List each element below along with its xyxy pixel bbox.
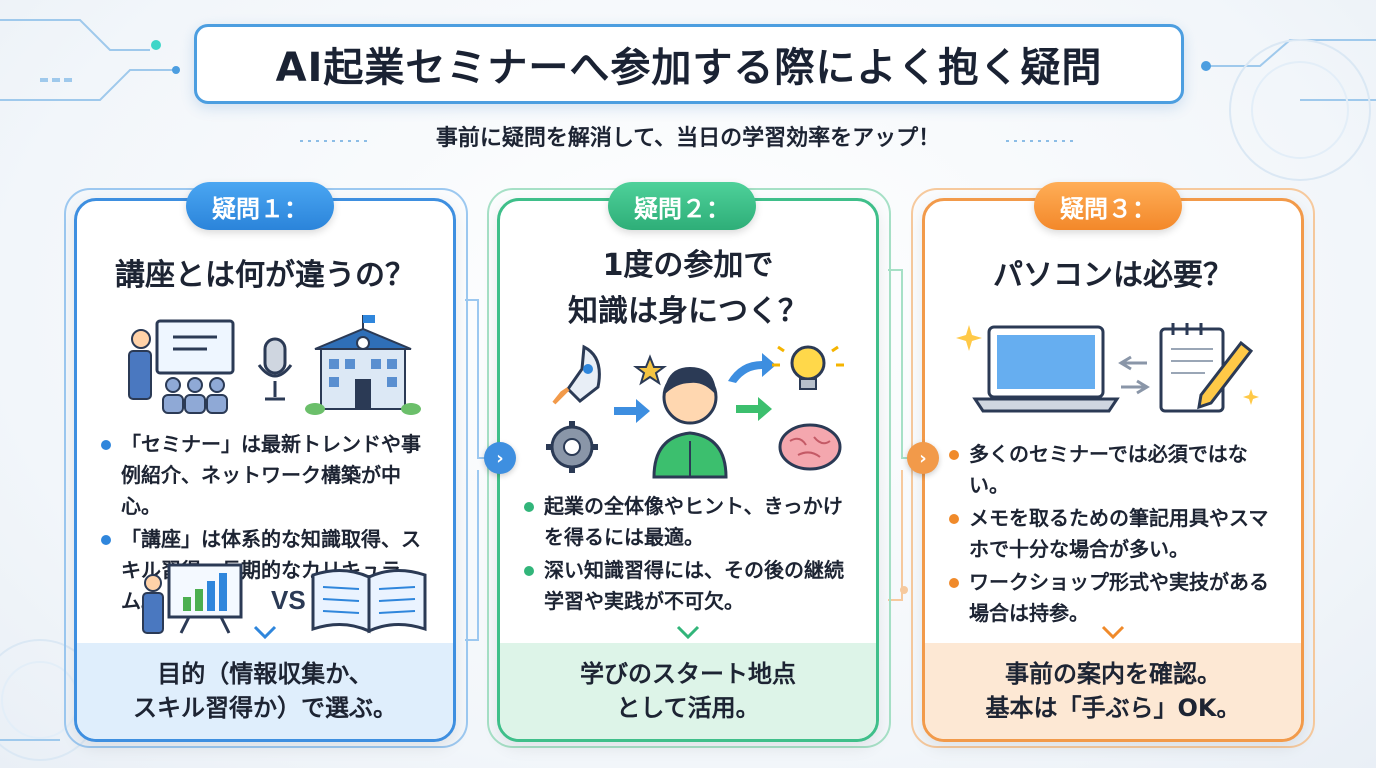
- arrow-icon: [736, 397, 772, 421]
- swap-arrows-icon: [1118, 355, 1150, 395]
- conclusion-line: スキル習得か）で選ぶ。: [133, 694, 397, 722]
- microphone-icon: [257, 337, 293, 401]
- bullet-item: 深い知識習得には、その後の継続学習や実践が不可欠。: [522, 555, 858, 617]
- question-title: 講座とは何が違うの？: [115, 258, 415, 293]
- notepad-pencil-icon: [1159, 323, 1254, 413]
- presenter-audience-icon: [128, 319, 235, 414]
- conclusion-line: 学びのスタート地点: [580, 660, 796, 688]
- question-badge-2: 疑問２：: [608, 182, 756, 230]
- chart-presentation-icon: [142, 563, 243, 634]
- bullet-item: 「セミナー」は最新トレンドや事例紹介、ネットワーク構築が中心。: [99, 429, 435, 522]
- bullet-item: ワークショップ形式や実技がある場合は持参。: [947, 567, 1283, 629]
- bullet-item: メモを取るための筆記用具やスマホで十分な場合が多い。: [947, 503, 1283, 565]
- conclusion-line: 基本は「手ぶら」OK。: [985, 694, 1241, 722]
- chevron-right-icon: ›: [484, 442, 516, 474]
- question-card-2: 1度の参加で 知識は身につく？: [497, 198, 879, 742]
- card-conclusion: 事前の案内を確認。 基本は「手ぶら」OK。: [925, 643, 1301, 739]
- seminar-illustration: [128, 315, 421, 415]
- arrow-icon: [728, 353, 776, 383]
- subtitle: 事前に疑問を解消して、当日の学習効率をアップ！: [435, 126, 941, 151]
- comparison-illustration: VS: [142, 563, 427, 634]
- learning-illustration: [546, 344, 844, 479]
- brain-icon: [778, 423, 842, 471]
- conclusion-line: 事前の案内を確認。: [1005, 660, 1221, 688]
- card-conclusion: 目的（情報収集か、 スキル習得か）で選ぶ。: [77, 643, 453, 739]
- chevron-down-icon: [1101, 625, 1125, 639]
- bullet-list: 「セミナー」は最新トレンドや事例紹介、ネットワーク構築が中心。 「講座」は体系的…: [99, 429, 435, 619]
- question-card-3: パソコンは必要？ 多くのセミナーでは必須ではない。 メモを取るための筆記用具やス…: [922, 198, 1304, 742]
- bullet-list: 起業の全体像やヒント、きっかけを得るには最適。 深い知識習得には、その後の継続学…: [522, 491, 858, 619]
- chevron-down-icon: [676, 625, 700, 639]
- subtitle-line-left: [300, 140, 370, 142]
- star-icon: [633, 354, 667, 386]
- arrow-icon: [614, 399, 650, 423]
- equipment-illustration: [956, 323, 1259, 413]
- bullet-list: 多くのセミナーでは必須ではない。 メモを取るための筆記用具やスマホで十分な場合が…: [947, 439, 1283, 631]
- subtitle-line-right: [1006, 140, 1076, 142]
- question-card-1: 講座とは何が違うの？: [74, 198, 456, 742]
- person-icon: [652, 367, 728, 479]
- chevron-right-icon: ›: [907, 442, 939, 474]
- title-box: AI起業セミナーへ参加する際によく抱く疑問: [194, 24, 1184, 104]
- conclusion-line: 目的（情報収集か、: [157, 660, 373, 688]
- question-title: パソコンは必要？: [993, 258, 1233, 293]
- vs-label: VS: [271, 585, 306, 615]
- conclusion-line: として活用。: [616, 694, 760, 722]
- sparkle-icon: [956, 325, 1259, 405]
- gear-icon: [546, 421, 598, 473]
- question-title: 1度の参加で 知識は身につく？: [568, 248, 808, 329]
- page-title: AI起業セミナーへ参加する際によく抱く疑問: [275, 45, 1103, 91]
- bullet-item: 起業の全体像やヒント、きっかけを得るには最適。: [522, 491, 858, 553]
- lightbulb-icon: [772, 345, 844, 390]
- open-book-icon: [311, 569, 427, 634]
- card-conclusion: 学びのスタート地点 として活用。: [500, 643, 876, 739]
- question-badge-1: 疑問１：: [186, 182, 334, 230]
- chevron-down-icon: [253, 625, 277, 639]
- bullet-item: 多くのセミナーでは必須ではない。: [947, 439, 1283, 501]
- question-badge-3: 疑問３：: [1034, 182, 1182, 230]
- laptop-icon: [972, 325, 1120, 413]
- rocket-icon: [552, 344, 601, 405]
- school-building-icon: [305, 315, 421, 415]
